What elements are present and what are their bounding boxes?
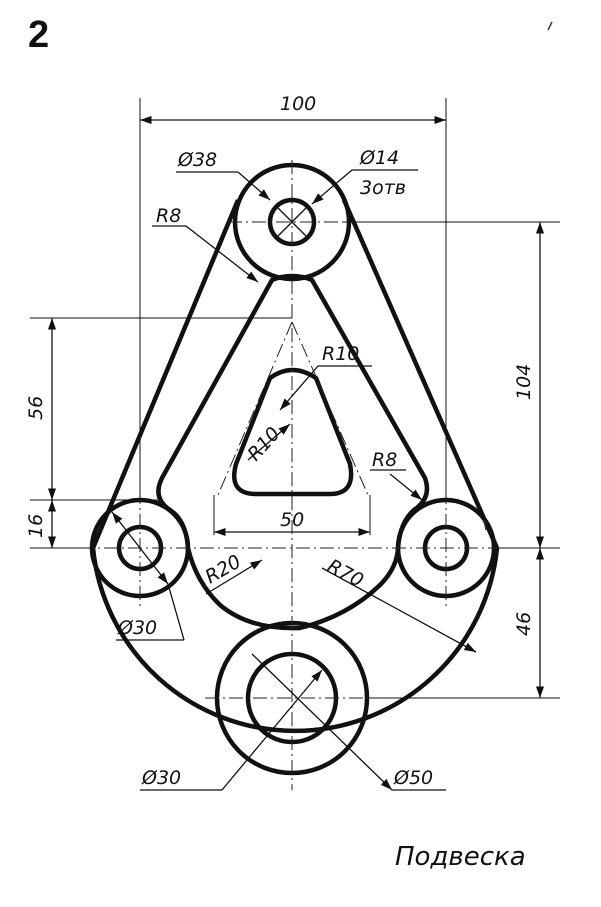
dim-16: 16 (25, 514, 47, 538)
extension-lines (30, 98, 560, 699)
inner-window (232, 367, 354, 497)
dimension-lines (47, 115, 545, 791)
dim-56: 56 (25, 396, 47, 420)
scan-marks (483, 21, 553, 531)
dim-r8-right: R8 (372, 449, 397, 471)
dimension-texts: 100 Ø38 Ø14 3отв R8 R10 R10 R8 56 16 104… (25, 93, 535, 789)
part-name: Подвеска (395, 842, 526, 872)
dim-dia-38: Ø38 (177, 149, 217, 171)
dim-46: 46 (513, 612, 535, 636)
dim-holes: 3отв (360, 177, 406, 199)
dim-r10-top: R10 (322, 343, 359, 365)
dim-100: 100 (280, 93, 316, 115)
dim-50: 50 (280, 509, 304, 531)
dim-r8-top: R8 (156, 205, 181, 227)
dim-dia-30-left: Ø30 (117, 617, 157, 639)
dim-r70: R70 (324, 555, 367, 592)
dim-dia-14: Ø14 (359, 147, 399, 169)
outer-window (156, 273, 430, 631)
dim-r20: R20 (202, 551, 245, 589)
dim-dia-30-bottom: Ø30 (141, 767, 181, 789)
sheet-number: 2 (28, 14, 50, 56)
outer-contour (90, 199, 500, 734)
dim-104: 104 (513, 364, 535, 400)
dim-dia-50: Ø50 (393, 767, 433, 789)
